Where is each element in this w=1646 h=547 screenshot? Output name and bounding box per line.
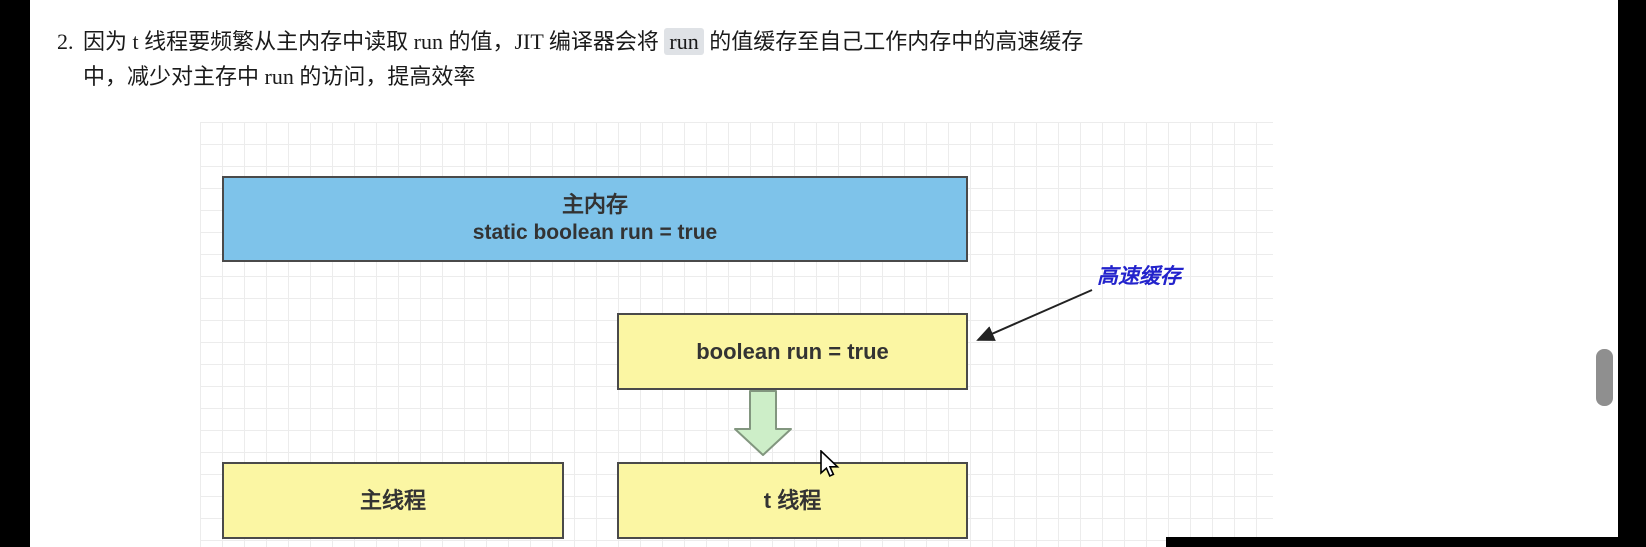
cache-box-label: boolean run = true bbox=[696, 338, 889, 364]
main-thread-label: 主线程 bbox=[359, 487, 426, 513]
scrollbar-thumb[interactable] bbox=[1596, 349, 1613, 406]
left-black-bar bbox=[0, 0, 30, 547]
bottom-black-bar bbox=[1166, 537, 1646, 547]
cache-box: boolean run = true bbox=[617, 313, 968, 390]
t-thread-box: t 线程 bbox=[617, 462, 968, 539]
note-text-2: 的值缓存至自己工作内存中的高速缓存 bbox=[703, 29, 1084, 54]
note: 2. 因为 t 线程要频繁从主内存中读取 run 的值，JIT 编译器会将 ru… bbox=[57, 24, 1303, 94]
note-text-3: 中，减少对主存中 run 的访问，提高效率 bbox=[83, 64, 476, 89]
t-thread-label: t 线程 bbox=[763, 487, 822, 513]
right-black-bar bbox=[1618, 0, 1646, 547]
main-memory-title: 主内存 bbox=[561, 192, 628, 217]
cache-annotation-label: 高速缓存 bbox=[1097, 265, 1181, 288]
main-thread-box: 主线程 bbox=[222, 462, 564, 539]
note-text-1: 因为 t 线程要频繁从主内存中读取 run 的值，JIT 编译器会将 bbox=[83, 29, 665, 54]
annotation-arrow-line bbox=[976, 289, 1093, 341]
note-number: 2. bbox=[57, 29, 74, 54]
mouse-cursor-shape bbox=[820, 450, 840, 478]
note-body: 因为 t 线程要频繁从主内存中读取 run 的值，JIT 编译器会将 run 的… bbox=[83, 24, 1303, 94]
inline-code-run: run bbox=[664, 28, 704, 55]
down-arrow bbox=[734, 390, 792, 456]
main-memory-box: 主内存 static boolean run = true bbox=[222, 176, 968, 262]
main-memory-subtitle: static boolean run = true bbox=[472, 221, 718, 244]
down-arrow-shape bbox=[734, 390, 792, 456]
mouse-cursor bbox=[820, 450, 840, 478]
annotation-arrow bbox=[976, 289, 1093, 341]
